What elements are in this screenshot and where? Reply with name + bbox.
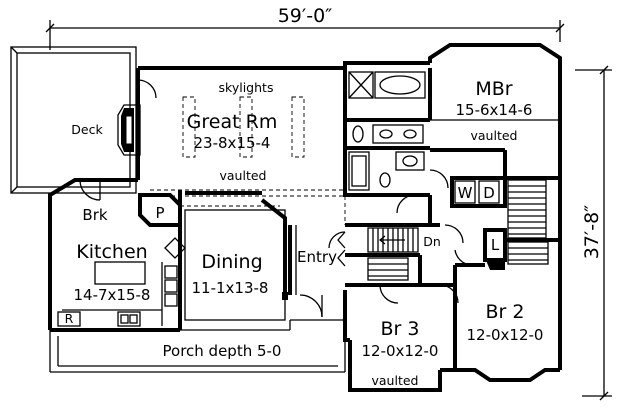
br3-size: 12-0x12-0	[362, 342, 439, 360]
kitchen-size: 14-7x15-8	[74, 286, 151, 304]
entry: Entry	[288, 225, 346, 318]
great-room-label: Great Rm	[187, 111, 278, 133]
deck	[10, 46, 137, 194]
linen-label: L	[491, 236, 500, 254]
refrigerator-label: R	[65, 311, 74, 326]
laundry: W D L	[450, 176, 560, 270]
br2-size: 12-0x12-0	[467, 326, 544, 344]
kitchen-label: Kitchen	[76, 241, 147, 263]
great-room-size: 23-8x15-4	[194, 134, 271, 152]
hall: Dn	[345, 194, 485, 370]
stairs-down-label: Dn	[423, 234, 441, 249]
br2-label: Br 2	[486, 301, 525, 323]
brk-label: Brk	[82, 206, 107, 224]
dining: Dining 11-1x13-8	[184, 191, 288, 321]
great-room-note: vaulted	[220, 168, 267, 183]
overall-width-label: 59′-0″	[278, 5, 333, 27]
mbr-note: vaulted	[471, 128, 518, 143]
overall-depth-label: 37′-8″	[581, 205, 603, 260]
entry-label: Entry	[297, 248, 337, 266]
br3-label: Br 3	[381, 318, 420, 340]
kitchen: P R Brk Kitchen 14-7x15-8	[57, 179, 186, 327]
dining-label: Dining	[201, 251, 262, 273]
master-bedroom: MBr 15-6x14-6 vaulted	[429, 78, 560, 189]
mbr-label: MBr	[475, 78, 512, 100]
mbr-size: 15-6x14-6	[456, 101, 533, 119]
bottom-vaulted-note: vaulted	[372, 373, 419, 388]
washer-label: W	[458, 184, 473, 202]
dryer-label: D	[483, 184, 495, 202]
bedroom-2: Br 2 12-0x12-0	[467, 301, 544, 344]
great-room: skylights Great Rm 23-8x15-4 vaulted Dec…	[71, 79, 346, 225]
bathrooms	[343, 68, 432, 197]
depth-dimension: 37′-8″	[575, 65, 612, 401]
porch	[49, 319, 346, 373]
bedroom-3: Br 3 12-0x12-0	[362, 318, 439, 360]
dining-size: 11-1x13-8	[192, 279, 269, 297]
closet-hatching	[507, 179, 547, 239]
porch-label: Porch depth 5-0	[163, 342, 282, 360]
exterior-walls	[48, 43, 562, 392]
deck-label: Deck	[71, 122, 103, 137]
width-dimension: 59′-0″	[45, 5, 565, 50]
skylights-label: skylights	[219, 80, 274, 95]
pantry-label: P	[155, 204, 164, 222]
